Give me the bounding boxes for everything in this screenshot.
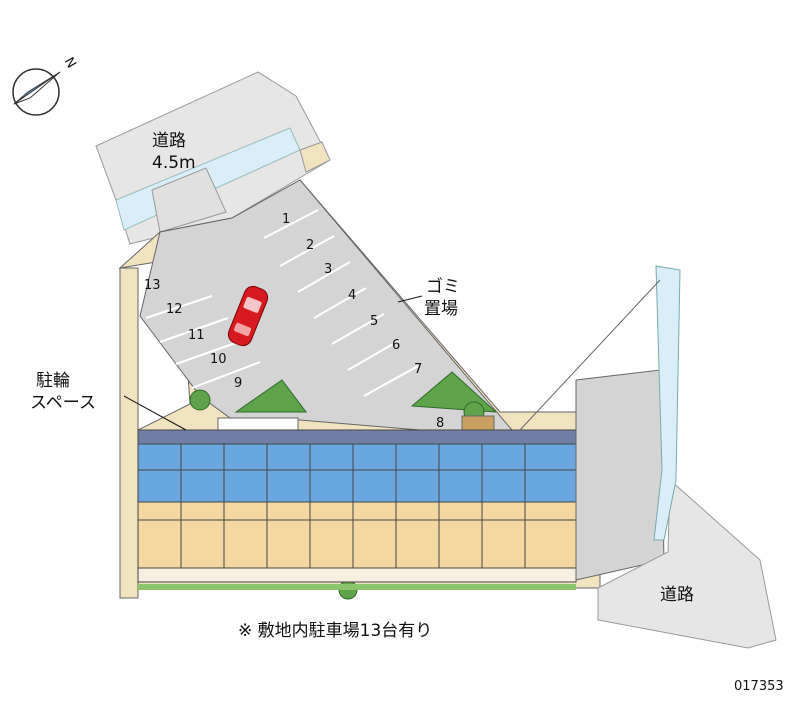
top-road-name: 道路 xyxy=(152,131,186,151)
bottom-right-road xyxy=(597,478,777,649)
listing-code: 017353 xyxy=(734,679,784,694)
garbage-label-line1: ゴミ xyxy=(426,277,460,297)
bottom-road-name: 道路 xyxy=(660,585,694,605)
parking-number: 12 xyxy=(166,302,183,317)
parking-number: 2 xyxy=(306,238,315,253)
parking-number: 7 xyxy=(414,362,423,377)
parking-number: 8 xyxy=(436,416,445,431)
tree-icon xyxy=(189,389,211,411)
parking-stall-lines xyxy=(145,209,419,397)
green-strip xyxy=(138,584,576,590)
compass-icon xyxy=(12,68,61,116)
car-icon xyxy=(227,285,269,347)
top-road-verge xyxy=(299,141,331,173)
top-road-width: 4.5m xyxy=(152,153,196,173)
parking-number: 11 xyxy=(188,328,205,343)
parking-number: 10 xyxy=(210,352,227,367)
parking-number: 1 xyxy=(282,212,291,227)
green-island-center xyxy=(234,379,307,413)
parking-number: 13 xyxy=(144,278,161,293)
parking-note: ※ 敷地内駐車場13台有り xyxy=(238,621,433,641)
top-road-entrance xyxy=(151,167,227,233)
parking-number: 5 xyxy=(370,314,379,329)
parking-number: 3 xyxy=(324,262,333,277)
parking-number: 4 xyxy=(348,288,357,303)
parking-number: 9 xyxy=(234,376,243,391)
parking-lot xyxy=(139,179,514,431)
bicycle-label-line2: スペース xyxy=(30,393,96,413)
right-boundary xyxy=(519,279,661,431)
parking-number: 6 xyxy=(392,338,401,353)
garbage-label-line2: 置場 xyxy=(424,299,458,319)
right-canal xyxy=(653,265,681,541)
bicycle-label-line1: 駐輪 xyxy=(36,371,70,391)
apartment-building xyxy=(137,429,577,583)
